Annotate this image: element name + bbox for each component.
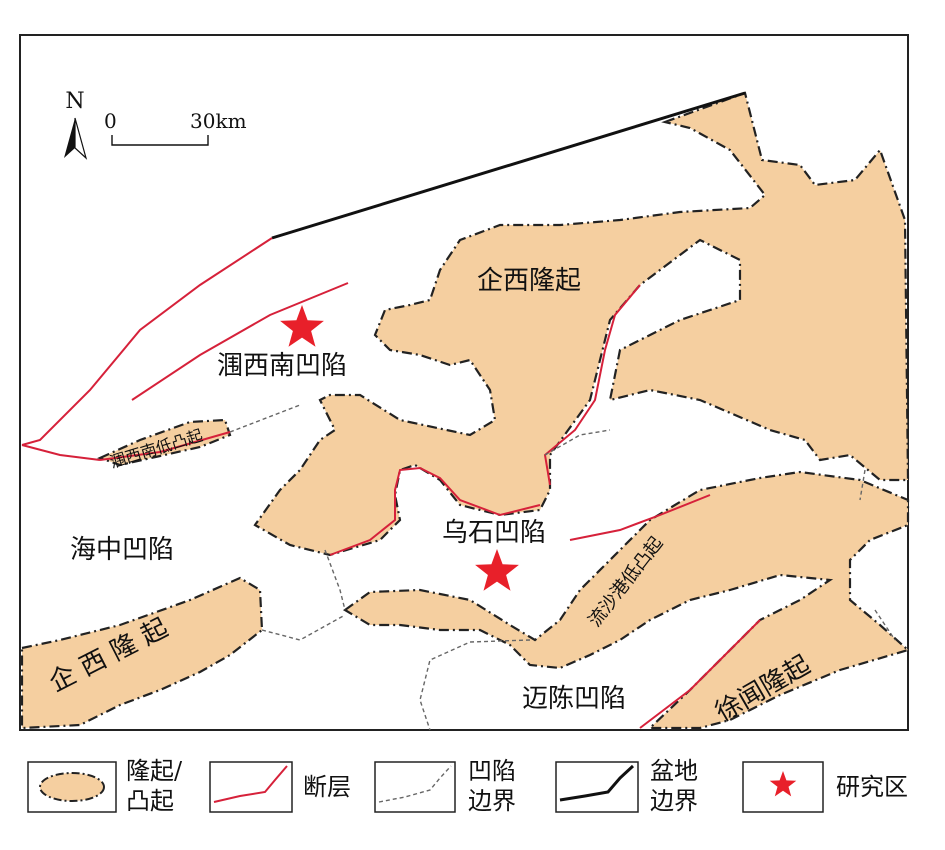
- label-qixi-uplift-north: 企西隆起: [477, 266, 581, 296]
- fault-line: [569, 494, 711, 541]
- sag-boundary-line: [229, 404, 301, 433]
- label-wushi-sag: 乌石凹陷: [442, 518, 546, 548]
- legend-sag-label-1: 凹陷: [468, 757, 516, 785]
- fault-line: [99, 431, 231, 461]
- legend: [27, 761, 824, 813]
- fault-line: [329, 466, 541, 556]
- sag-boundary-line: [261, 614, 346, 641]
- label-maichen-sag: 迈陈凹陷: [522, 684, 626, 714]
- study-area-star-icon: [475, 549, 519, 591]
- scale-bar: 0 30km: [104, 109, 247, 146]
- north-label: N: [65, 89, 84, 114]
- legend-basin-swatch: [559, 764, 635, 802]
- north-arrow: N: [64, 89, 88, 160]
- uplift-qixi-north: [253, 91, 910, 557]
- scale-start: 0: [104, 109, 117, 133]
- legend-basin-label-1: 盆地: [650, 757, 698, 785]
- uplift-qixi-south: [20, 576, 264, 730]
- sag-boundary-line: [419, 639, 531, 731]
- uplift-liushagang-low: [343, 470, 911, 730]
- legend-uplift-label-1: 隆起/: [126, 757, 183, 785]
- legend-study-label: 研究区: [836, 773, 908, 801]
- legend-basin-label-2: 边界: [650, 787, 698, 815]
- legend-uplift-label-2: 凸起: [126, 787, 174, 815]
- legend-uplift-swatch: [39, 772, 105, 802]
- north-arrow-icon: [64, 118, 75, 158]
- legend-fault-swatch: [213, 765, 288, 803]
- label-haizhong-sag: 海中凹陷: [70, 535, 174, 565]
- fault-line: [131, 282, 349, 401]
- legend-sag-label-2: 边界: [468, 787, 516, 815]
- legend-study-star-icon: [769, 771, 797, 797]
- study-area-star-icon: [280, 305, 324, 347]
- sag-boundary-line: [324, 549, 346, 611]
- fault-line: [21, 444, 101, 461]
- uplift-jianxinan-low: [97, 418, 232, 467]
- basin-boundary-line: [271, 91, 746, 240]
- fault-line: [21, 237, 273, 446]
- sag-boundary-line: [859, 469, 866, 501]
- legend-sag-swatch: [378, 765, 452, 803]
- north-arrow-icon: [74, 117, 88, 160]
- scale-end: 30km: [190, 109, 247, 133]
- sag-boundary-line: [874, 609, 896, 641]
- legend-fault-label: 断层: [303, 773, 351, 801]
- label-jianxinan-sag: 涠西南凹陷: [217, 351, 347, 381]
- fault-line: [639, 619, 761, 729]
